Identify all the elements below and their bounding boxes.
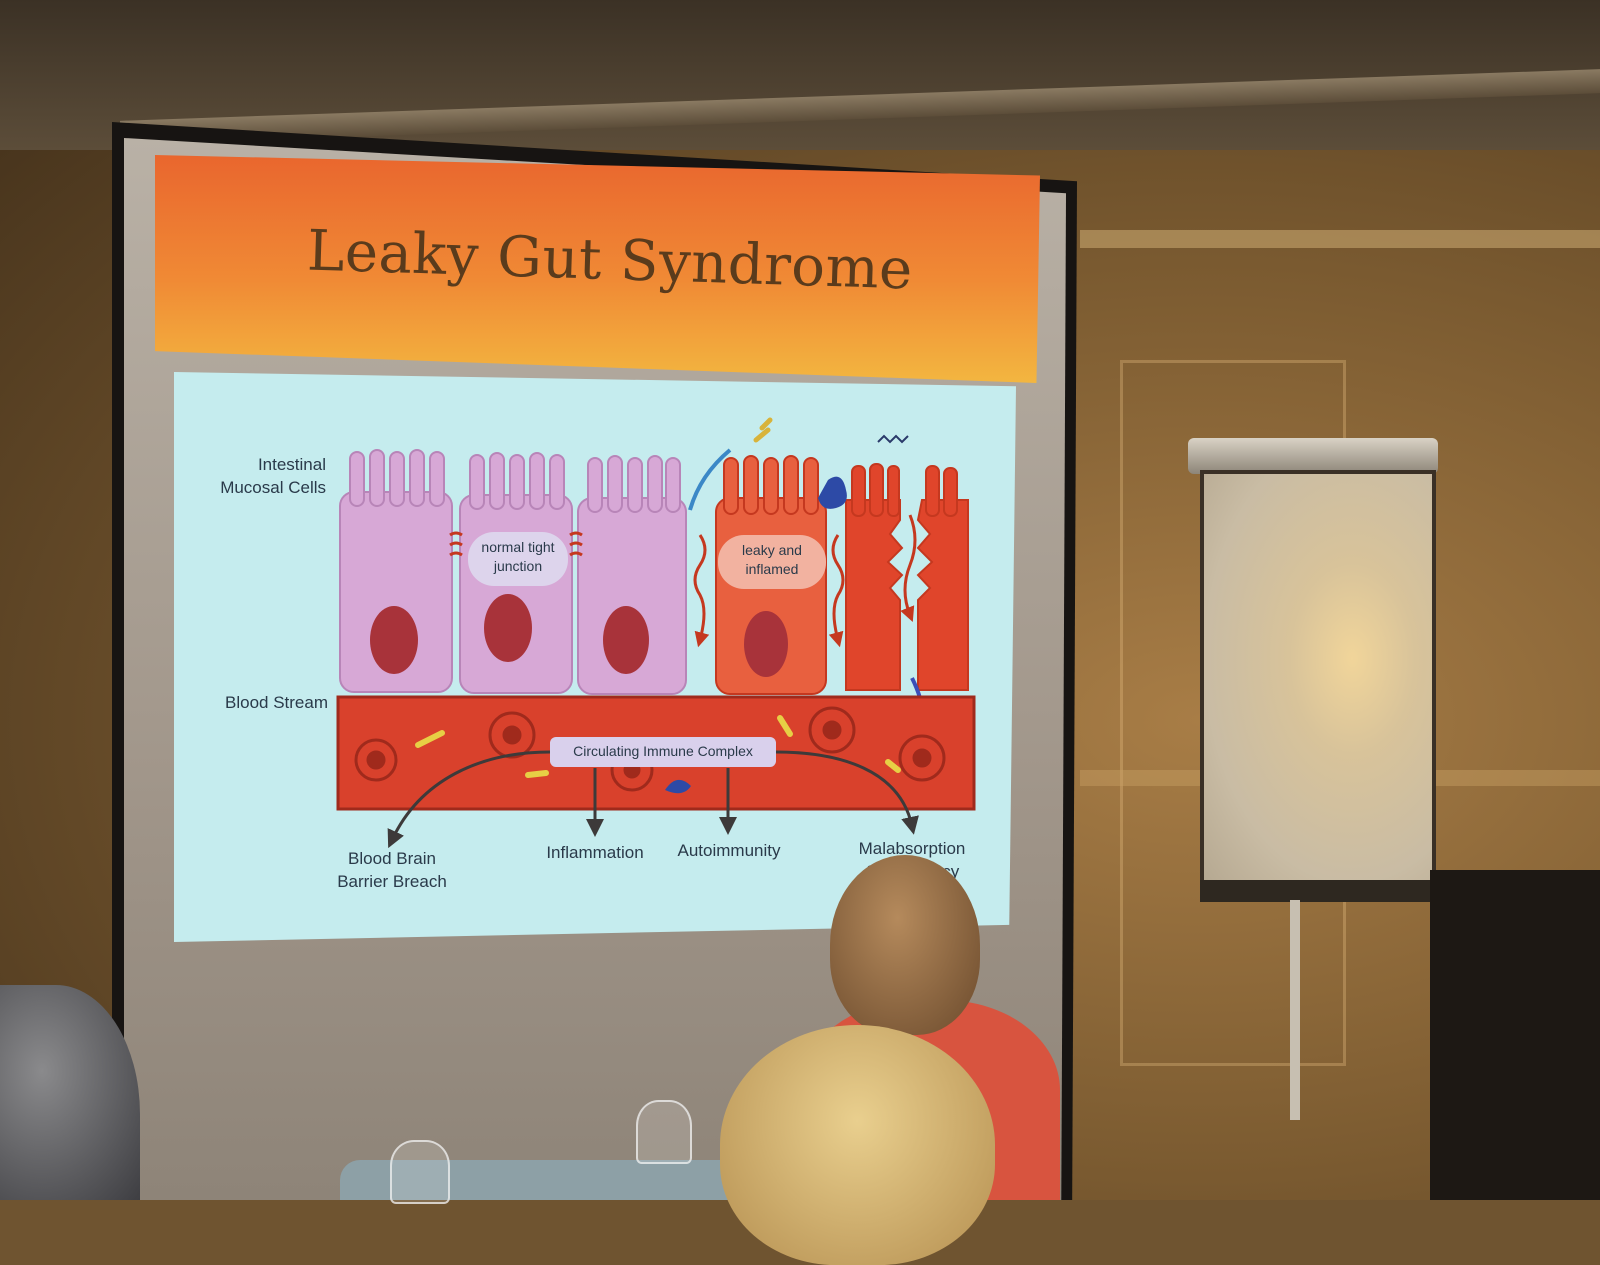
- audience-member-head-blonde: [720, 1025, 995, 1265]
- gut-diagram: [336, 417, 976, 849]
- normal-cell-1: [339, 449, 453, 693]
- inflamed-bubble: [718, 535, 826, 589]
- label-circulating-immune-complex: Circulating Immune Complex: [573, 743, 753, 759]
- label-leaky-and-inflamed: leaky and inflamed: [742, 542, 802, 577]
- label-intestinal-mucosal-cells: Intestinal Mucosal Cells: [220, 455, 326, 497]
- immune-complex-pill: [550, 737, 776, 767]
- slide-header-banner: [155, 155, 1040, 383]
- tight-junction-bubble: [468, 532, 568, 586]
- audience-member-head-dark: [830, 855, 980, 1035]
- damaged-cells: [845, 463, 969, 691]
- flip-chart-tray: [1200, 880, 1436, 902]
- flip-chart-stand: [1290, 900, 1300, 1120]
- flip-chart-header: [1188, 438, 1438, 474]
- wall-trim: [1080, 230, 1600, 248]
- label-blood-stream: Blood Stream: [225, 693, 328, 712]
- label-inflammation: Inflammation: [546, 843, 644, 862]
- label-autoimmunity: Autoimmunity: [677, 841, 781, 860]
- speaker-cabinet: [1430, 870, 1600, 1200]
- normal-cell-3: [577, 455, 687, 695]
- flip-chart-board: [1200, 470, 1436, 888]
- wine-glass: [636, 1100, 692, 1164]
- water-glass: [390, 1140, 450, 1204]
- label-blood-brain-barrier-breach: Blood Brain Barrier Breach: [337, 849, 447, 891]
- label-normal-tight-junction: normal tight junction: [481, 539, 555, 574]
- tight-junction-marks: [449, 531, 583, 557]
